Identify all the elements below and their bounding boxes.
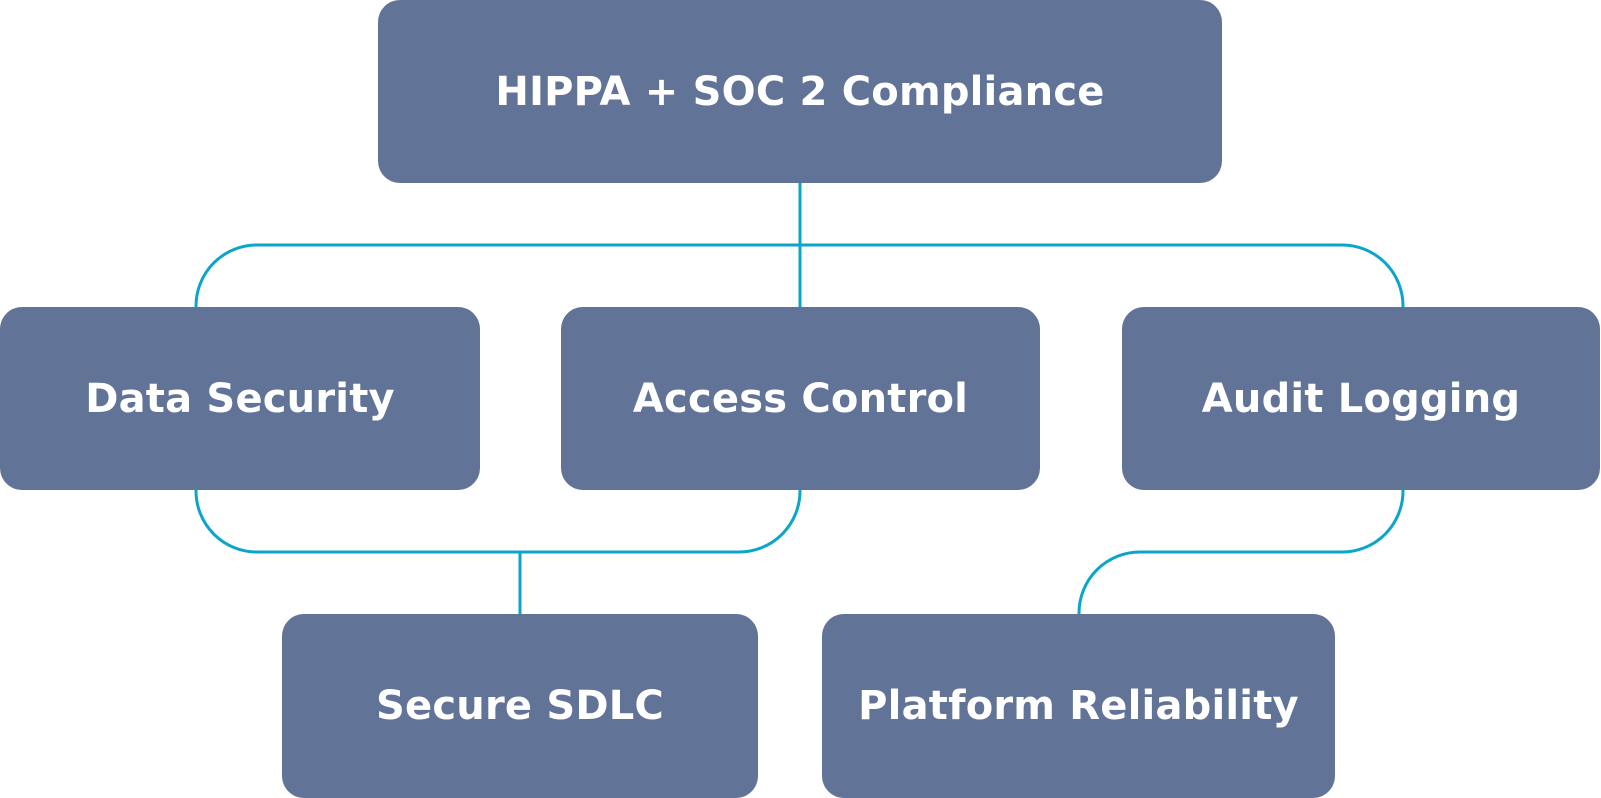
connector-root-to-data-security xyxy=(194,243,800,307)
node-access-control: Access Control xyxy=(561,307,1040,490)
node-audit-logging: Audit Logging xyxy=(1122,307,1600,490)
node-data-security: Data Security xyxy=(0,307,480,490)
node-label: Platform Reliability xyxy=(858,683,1299,729)
connector-data-security-to-secure-sdlc xyxy=(194,490,520,554)
node-label: HIPPA + SOC 2 Compliance xyxy=(495,68,1105,115)
connector-audit-logging-to-platform-reliability xyxy=(1077,490,1405,614)
node-label: Secure SDLC xyxy=(376,683,664,729)
node-root-compliance: HIPPA + SOC 2 Compliance xyxy=(378,0,1222,183)
connector-access-control-to-secure-sdlc xyxy=(520,490,802,554)
node-label: Audit Logging xyxy=(1201,375,1521,422)
node-label: Access Control xyxy=(632,375,969,422)
node-secure-sdlc: Secure SDLC xyxy=(282,614,758,798)
node-label: Data Security xyxy=(85,375,395,422)
node-platform-reliability: Platform Reliability xyxy=(822,614,1335,798)
connector-root-to-audit-logging xyxy=(800,243,1405,307)
